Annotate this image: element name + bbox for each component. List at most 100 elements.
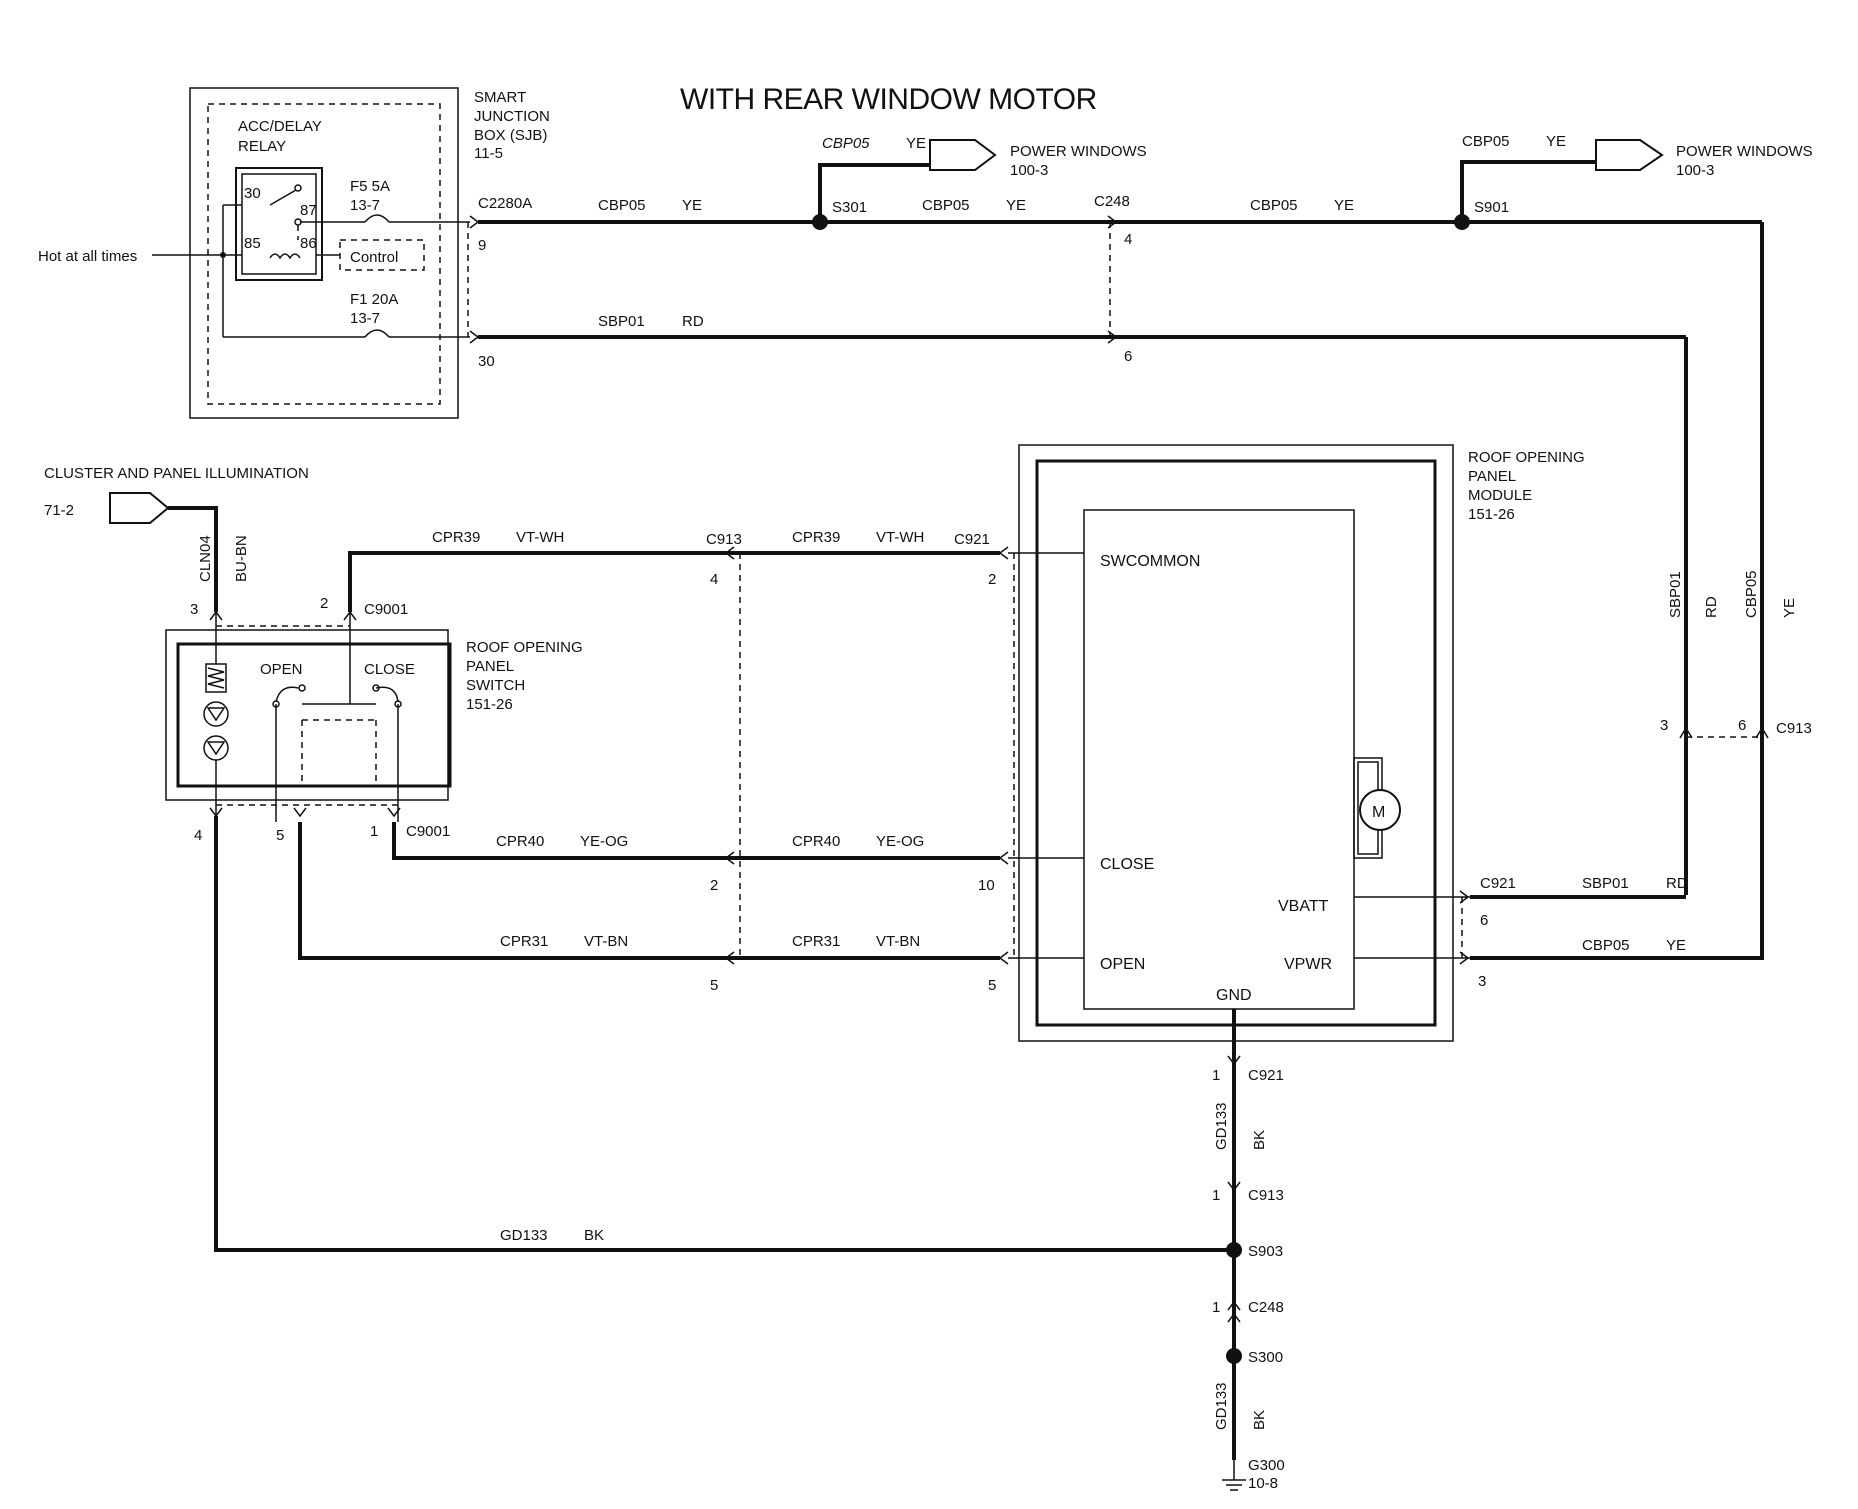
splice-s901-label: S901 xyxy=(1474,199,1509,216)
connector-c913-pin2: 2 xyxy=(710,877,718,894)
wire-label-gd133-vertical: GD133 xyxy=(1213,1382,1230,1430)
module-pin-gnd: GND xyxy=(1216,987,1252,1004)
cluster-illumination-label: CLUSTER AND PANEL ILLUMINATION xyxy=(44,465,309,482)
switch-open-label: OPEN xyxy=(260,661,303,678)
led-icon xyxy=(203,701,229,727)
connector-c248: C248 xyxy=(1094,193,1130,210)
wire-color-ye: YE xyxy=(1546,133,1566,150)
wire-label-sbp01: SBP01 xyxy=(1582,875,1629,892)
switch-label: ROOF OPENING xyxy=(466,639,583,656)
wire-color-bk-vertical: BK xyxy=(1251,1410,1268,1430)
module-label-line2: PANEL xyxy=(1468,468,1516,485)
roof-opening-panel-switch: ROOF OPENING PANEL SWITCH 151-26 OPEN CL… xyxy=(165,629,583,801)
relay-coil-icon xyxy=(269,253,301,260)
ground-g300-page: 10-8 xyxy=(1248,1475,1278,1492)
wire-cbp05-top: CBP05 YE CBP05 YE CBP05 YE xyxy=(478,197,1764,960)
wire-label-cbp05: CBP05 xyxy=(822,135,870,152)
splice-s300-label: S300 xyxy=(1248,1349,1283,1366)
smart-junction-box: SMART JUNCTION BOX (SJB) 11-5 ACC/DELAY … xyxy=(152,87,550,419)
relay-pin-85: 85 xyxy=(244,235,261,252)
connector-c2280a-pin30: 30 xyxy=(478,353,495,370)
connector-c9001-pin3: 3 xyxy=(190,601,198,618)
relay-pin-86: 86 xyxy=(300,235,317,252)
connector-c921-pin3: 3 xyxy=(1478,973,1486,990)
wire-label-cpr39: CPR39 xyxy=(792,529,840,546)
module-pin-vbatt: VBATT xyxy=(1278,898,1329,915)
connector-c921-right: C921 xyxy=(1480,875,1516,892)
relay-label-line2: RELAY xyxy=(238,138,286,155)
fuse-f1-page: 13-7 xyxy=(350,310,380,327)
wire-color-bk-vertical: BK xyxy=(1251,1130,1268,1150)
wire-label-cbp05: CBP05 xyxy=(1582,937,1630,954)
connector-c248-pin4: 4 xyxy=(1124,231,1132,248)
connector-c9001-top: C9001 xyxy=(364,601,408,618)
wire-color-yeog: YE-OG xyxy=(580,833,628,850)
connector-c913-ground: C913 xyxy=(1248,1187,1284,1204)
connector-c913-mid: C913 xyxy=(706,531,742,548)
motor-label: M xyxy=(1372,804,1385,821)
wire-color-vtbn: VT-BN xyxy=(584,933,628,950)
connector-c913-pin1: 1 xyxy=(1212,1187,1220,1204)
wire-cpr39: CPR39 VT-WH CPR39 VT-WH xyxy=(348,529,1000,612)
wire-color-rd-vertical: RD xyxy=(1703,596,1720,618)
splice-s300 xyxy=(1226,1348,1242,1364)
power-windows-ref-2 xyxy=(1595,139,1664,171)
connector-c913-pin4: 4 xyxy=(710,571,718,588)
connector-c9001-pin1: 1 xyxy=(370,823,378,840)
module-label-line3: MODULE xyxy=(1468,487,1532,504)
open-contact-icon xyxy=(275,686,299,703)
module-page-ref: 151-26 xyxy=(1468,506,1515,523)
wire-color-ye: YE xyxy=(1334,197,1354,214)
connector-c921-pin5: 5 xyxy=(988,977,996,994)
wire-color-ye: YE xyxy=(1666,937,1686,954)
wire-label-cbp05: CBP05 xyxy=(598,197,646,214)
fuse-f5-label: F5 5A xyxy=(350,178,390,195)
connector-c921-pin6: 6 xyxy=(1480,912,1488,929)
wire-label-sbp01-vertical: SBP01 xyxy=(1667,571,1684,618)
relay-control-label: Control xyxy=(350,249,398,266)
switch-page-ref: 151-26 xyxy=(466,696,513,713)
wire-color-ye: YE xyxy=(1006,197,1026,214)
fuse-f1-label: F1 20A xyxy=(350,291,398,308)
splice-s903-label: S903 xyxy=(1248,1243,1283,1260)
wire-color-ye: YE xyxy=(682,197,702,214)
led-icon xyxy=(203,735,229,761)
wire-color-rd: RD xyxy=(682,313,704,330)
ground-g300-label: G300 xyxy=(1248,1457,1285,1474)
splice-s903 xyxy=(1226,1242,1242,1258)
wire-label-cbp05: CBP05 xyxy=(922,197,970,214)
connector-c913-pin6: 6 xyxy=(1738,717,1746,734)
power-windows-label: POWER WINDOWS xyxy=(1676,143,1813,160)
relay-pin-30: 30 xyxy=(244,185,261,202)
sjb-label: SMART xyxy=(474,89,526,106)
connector-c9001-bottom: C9001 xyxy=(406,823,450,840)
connector-c921-pin2: 2 xyxy=(988,571,996,588)
connector-c248-ground: C248 xyxy=(1248,1299,1284,1316)
power-windows-ref-1 xyxy=(929,139,997,171)
diagram-title: WITH REAR WINDOW MOTOR xyxy=(680,83,1097,116)
connector-c913-right: C913 xyxy=(1776,720,1812,737)
connector-c248-pin6: 6 xyxy=(1124,348,1132,365)
wire-color-bk: BK xyxy=(584,1227,604,1244)
wire-label-cbp05: CBP05 xyxy=(1250,197,1298,214)
sjb-label-line3: BOX (SJB) xyxy=(474,127,547,144)
acc-delay-relay: 30 87 85 86 xyxy=(235,167,323,281)
module-pin-close: CLOSE xyxy=(1100,856,1154,873)
module-pin-vpwr: VPWR xyxy=(1284,956,1332,973)
wire-label-cln04: CLN04 xyxy=(197,535,214,582)
connector-c9001-pin4: 4 xyxy=(194,827,202,844)
wire-label-sbp01: SBP01 xyxy=(598,313,645,330)
fuse-f1-icon xyxy=(364,329,390,338)
wire-cpr40: CPR40 YE-OG CPR40 YE-OG xyxy=(392,822,1000,860)
sjb-page-ref: 11-5 xyxy=(474,145,503,162)
wire-label-gd133: GD133 xyxy=(500,1227,548,1244)
switch-label-line3: SWITCH xyxy=(466,677,525,694)
connector-c921-pin1: 1 xyxy=(1212,1067,1220,1084)
wire-label-cbp05-vertical: CBP05 xyxy=(1743,570,1760,618)
splice-s301-label: S301 xyxy=(832,199,867,216)
connector-c913-pin3: 3 xyxy=(1660,717,1668,734)
wire-label-cpr31: CPR31 xyxy=(500,933,548,950)
module-label: ROOF OPENING xyxy=(1468,449,1585,466)
module-pin-swcommon: SWCOMMON xyxy=(1100,553,1200,570)
wire-cpr31: CPR31 VT-BN CPR31 VT-BN xyxy=(298,822,1000,960)
